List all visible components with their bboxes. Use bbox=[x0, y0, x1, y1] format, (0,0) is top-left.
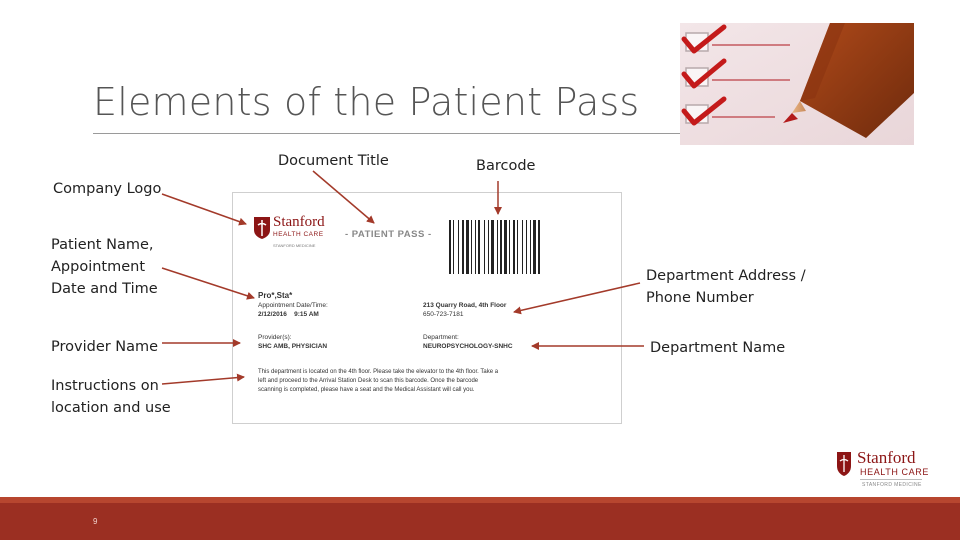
title-underline bbox=[93, 133, 693, 134]
instructions-line-2: left and proceed to the Arrival Station … bbox=[258, 378, 479, 384]
provider-label: Provider(s): bbox=[258, 334, 292, 341]
patient-pass-card: Stanford HEALTH CARE STANFORD MEDICINE -… bbox=[232, 192, 622, 424]
instructions-label: Instructions on location and use bbox=[51, 378, 171, 416]
stanford-shield-icon bbox=[254, 217, 270, 239]
pass-logo-name: Stanford bbox=[273, 214, 325, 230]
appointment-value: 2/12/2016 9:15 AM bbox=[258, 311, 319, 318]
barcode-label: Barcode bbox=[476, 158, 536, 174]
department-phone: 650-723-7181 bbox=[423, 311, 464, 318]
footer-logo-divider bbox=[860, 479, 922, 480]
footer-band: 9 bbox=[0, 497, 960, 540]
footer-band-accent bbox=[0, 497, 960, 503]
department-address-label: Department Address / Phone Number bbox=[646, 268, 806, 306]
department-label: Department: bbox=[423, 334, 459, 341]
checklist-pencil-image bbox=[680, 23, 914, 145]
page-number: 9 bbox=[93, 517, 98, 526]
pass-logo-tag: STANFORD MEDICINE bbox=[273, 243, 316, 248]
barcode bbox=[449, 220, 540, 274]
instructions-line-3: scanning is completed, please have a sea… bbox=[258, 387, 475, 393]
slide-title: Elements of the Patient Pass bbox=[93, 80, 640, 124]
department-address: 213 Quarry Road, 4th Floor bbox=[423, 302, 507, 309]
footer-logo-sub: HEALTH CARE bbox=[860, 467, 929, 477]
appointment-label: Appointment Date/Time: bbox=[258, 302, 328, 309]
document-title-label: Document Title bbox=[278, 153, 389, 169]
department-name-label: Department Name bbox=[650, 340, 786, 356]
company-logo-label: Company Logo bbox=[53, 181, 162, 197]
footer-logo-tag: STANFORD MEDICINE bbox=[862, 482, 922, 488]
provider-name-label: Provider Name bbox=[51, 339, 159, 355]
pass-title: - PATIENT PASS - bbox=[345, 229, 432, 240]
provider-value: SHC AMB, PHYSICIAN bbox=[258, 343, 328, 350]
patient-info-label: Patient Name, Appointment Date and Time bbox=[51, 237, 158, 297]
pass-logo-sub: HEALTH CARE bbox=[273, 231, 324, 238]
footer-logo-name: Stanford bbox=[857, 448, 916, 467]
department-value: NEUROPSYCHOLOGY-SNHC bbox=[423, 343, 513, 350]
patient-name: Pro*,Sta* bbox=[258, 291, 293, 300]
instructions-line-1: This department is located on the 4th fl… bbox=[258, 369, 499, 375]
footer-shield-icon bbox=[837, 452, 851, 476]
